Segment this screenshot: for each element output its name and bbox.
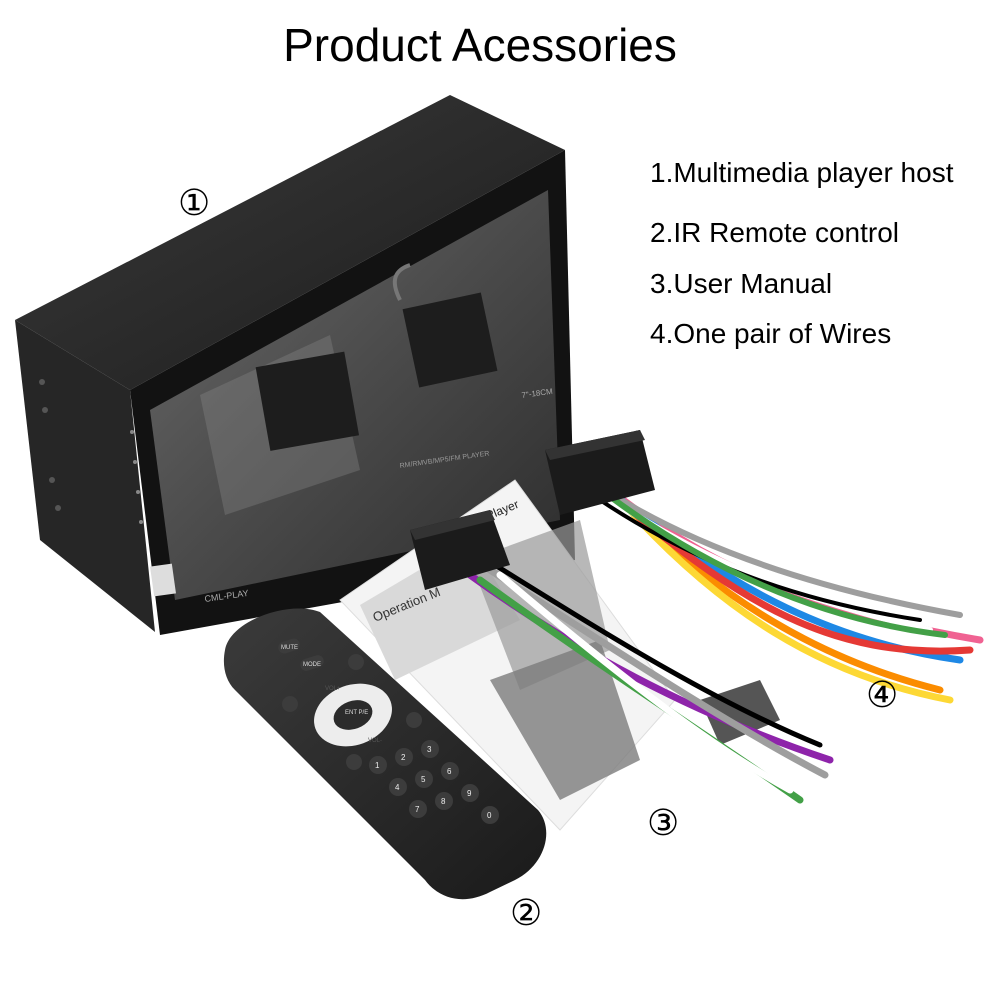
legend-item-host: 1.Multimedia player host <box>650 157 954 188</box>
remote-key-1 <box>369 756 387 774</box>
remote-key-label: 8 <box>441 797 446 806</box>
remote-mute-label: MUTE <box>281 645 298 651</box>
remote-key-label: 9 <box>467 789 472 798</box>
remote-key-label: 5 <box>421 775 426 784</box>
remote-center-label: ENT P/E <box>345 710 368 716</box>
marker-4: ④ <box>866 675 899 716</box>
remote-key-label: 3 <box>427 745 432 754</box>
ir-remote-control: MUTE MODE VOL+ VOL- ENT P/E 1 2 3 4 5 6 7 8 9 0 <box>223 608 547 900</box>
marker-1: ① <box>178 183 211 224</box>
page-title: Product Acessories <box>283 19 677 71</box>
remote-key-label: 2 <box>401 753 406 762</box>
remote-key-label: 4 <box>395 783 400 792</box>
remote-key-3 <box>421 740 439 758</box>
remote-mode-label: MODE <box>303 662 321 668</box>
remote-key-9 <box>461 784 479 802</box>
legend-item-wires: 4.One pair of Wires <box>650 318 892 349</box>
marker-3: ③ <box>647 803 680 844</box>
remote-key-2 <box>395 748 413 766</box>
remote-vol-down-label: VOL- <box>368 738 382 744</box>
remote-key-8 <box>435 792 453 810</box>
remote-key-6 <box>441 762 459 780</box>
remote-vol-up-label: VOL+ <box>325 686 341 692</box>
wire-connector-2 <box>545 430 655 515</box>
remote-key-5 <box>415 770 433 788</box>
remote-key-label: 6 <box>447 767 452 776</box>
remote-key-label: 0 <box>487 811 492 820</box>
remote-key-4 <box>389 778 407 796</box>
wire-connector-1 <box>410 510 510 590</box>
legend-item-remote: 2.IR Remote control <box>650 217 899 248</box>
remote-key-0 <box>481 806 499 824</box>
marker-2: ② <box>510 893 543 934</box>
device-size-label: 7"‑18CM <box>521 387 554 400</box>
remote-key-label: 1 <box>375 761 380 770</box>
wire-harness <box>466 486 984 804</box>
remote-key-7 <box>409 800 427 818</box>
remote-key-label: 7 <box>415 805 420 814</box>
legend-item-manual: 3.User Manual <box>650 268 833 299</box>
multimedia-player-host: CML-PLAY 7"‑18CM RM/RMVB/MP5/FM PLAYER <box>15 95 575 635</box>
